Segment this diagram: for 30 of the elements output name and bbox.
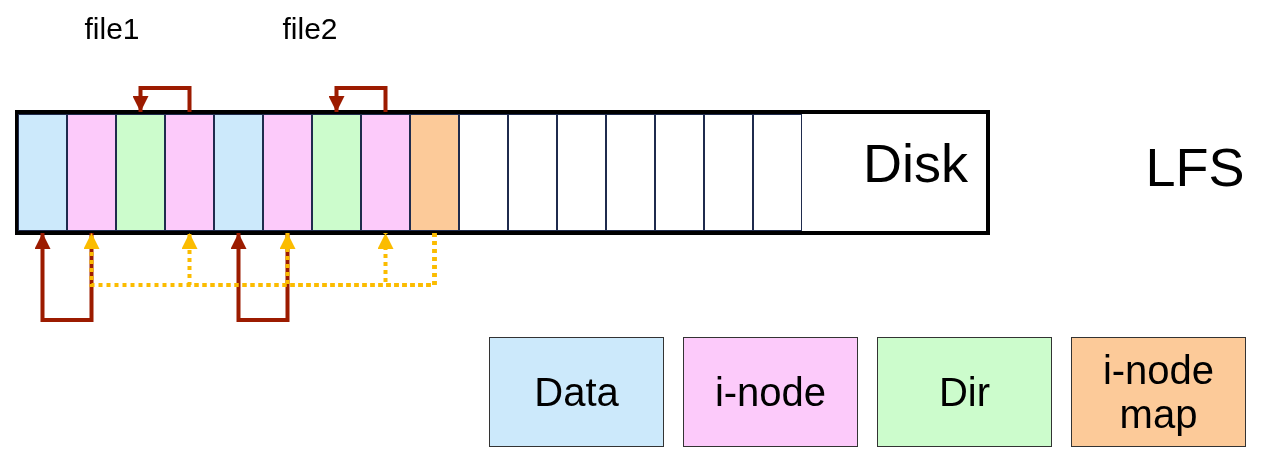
- title-label: LFS: [1145, 140, 1245, 194]
- disk-block: [459, 114, 508, 231]
- disk-label: Disk: [863, 136, 968, 190]
- legend-label: Dir: [938, 370, 991, 414]
- legend-label: i-node: [714, 370, 827, 414]
- disk-block: [18, 114, 67, 231]
- arrow: [377, 233, 437, 287]
- arrow: [132, 86, 192, 112]
- disk-block: [116, 114, 165, 231]
- disk-block: [704, 114, 753, 231]
- disk-block: [753, 114, 802, 231]
- arrow: [34, 233, 94, 322]
- arrow: [328, 86, 388, 112]
- file-label: file1: [84, 14, 140, 44]
- disk-block: [557, 114, 606, 231]
- disk-block: [263, 114, 312, 231]
- arrow: [230, 233, 290, 322]
- disk-block: [67, 114, 116, 231]
- disk-block: [214, 114, 263, 231]
- disk-block: [655, 114, 704, 231]
- disk-block: [508, 114, 557, 231]
- disk-block: [606, 114, 655, 231]
- disk-block: [312, 114, 361, 231]
- disk-bar: [15, 110, 990, 235]
- disk-block: [165, 114, 214, 231]
- file-label: file2: [282, 14, 338, 44]
- disk-block: [410, 114, 459, 231]
- disk-block: [361, 114, 410, 231]
- legend-label: i-node map: [1101, 348, 1216, 436]
- legend-label: Data: [534, 370, 619, 414]
